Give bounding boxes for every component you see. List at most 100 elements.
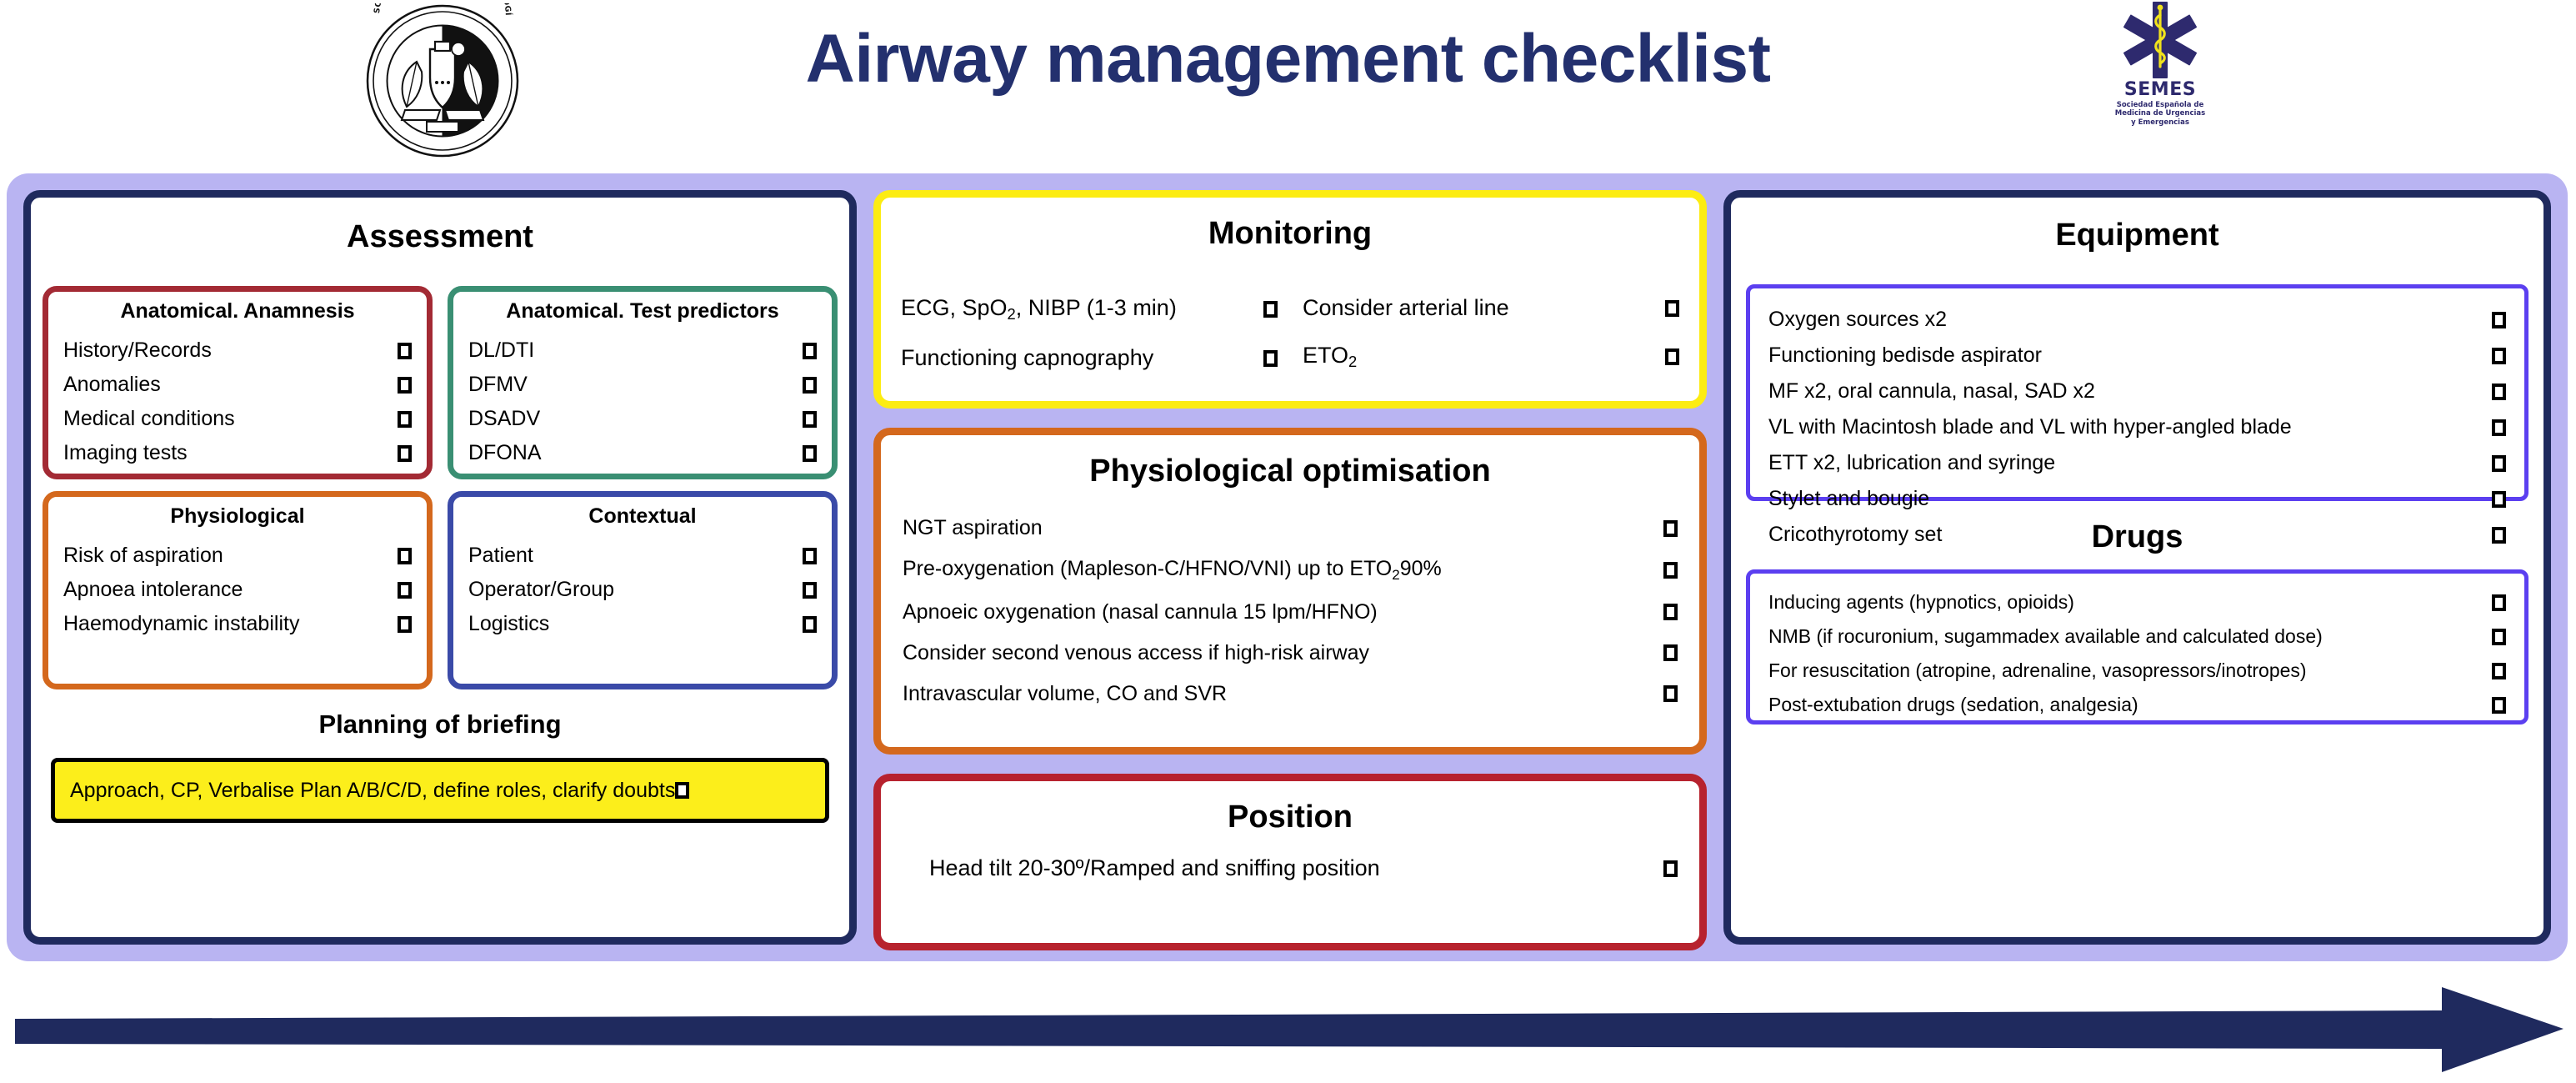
item-label: History/Records [63, 338, 212, 362]
checklist-row[interactable]: DL/DTI [468, 333, 817, 368]
item-label: Imaging tests [63, 441, 188, 464]
checkbox[interactable] [1663, 644, 1678, 662]
semes-subtitle-line3: y Emergencias [2131, 118, 2189, 127]
checklist-row[interactable]: Oxygen sources x2 [1768, 302, 2506, 338]
checklist-row[interactable]: Consider arterial line [1303, 284, 1679, 332]
checkbox[interactable] [2492, 594, 2506, 611]
item-label: Apnoeic oxygenation (nasal cannula 15 lp… [903, 599, 1378, 624]
checklist-row[interactable]: NMB (if rocuronium, sugammadex available… [1768, 619, 2506, 654]
checklist-row[interactable]: DFONA [468, 436, 817, 470]
checklist-row[interactable]: Functioning capnography [901, 334, 1278, 382]
checkbox[interactable] [803, 342, 817, 359]
checklist-row[interactable]: Risk of aspiration [63, 539, 412, 573]
checklist-row[interactable]: Post-extubation drugs (sedation, analges… [1768, 688, 2506, 722]
checkbox[interactable] [803, 615, 817, 633]
checklist-row[interactable]: NGT aspiration [903, 508, 1678, 549]
checkbox[interactable] [398, 410, 412, 428]
checkbox[interactable] [2492, 454, 2506, 472]
checklist-row[interactable]: ETT x2, lubrication and syringe [1768, 445, 2506, 481]
checkbox[interactable] [803, 444, 817, 462]
anatomical-test-predictors-title: Anatomical. Test predictors [506, 299, 779, 323]
item-label: Intravascular volume, CO and SVR [903, 681, 1228, 705]
semes-acronym: SEMES [2123, 79, 2197, 100]
checklist-row[interactable]: Logistics [468, 607, 817, 641]
monitoring-right-column: Consider arterial line ETO2 [1303, 284, 1679, 382]
checklist-row[interactable]: Haemodynamic instability [63, 607, 412, 641]
position-card: Position Head tilt 20-30º/Ramped and sni… [873, 774, 1707, 950]
item-label: ECG, SpO2, NIBP (1-3 min) [901, 295, 1177, 323]
checkbox[interactable] [398, 581, 412, 599]
checklist-row[interactable]: Apnoea intolerance [63, 573, 412, 607]
checkbox[interactable] [398, 615, 412, 633]
item-label: NMB (if rocuronium, sugammadex available… [1768, 625, 2323, 647]
checkbox[interactable] [803, 376, 817, 394]
checklist-row[interactable]: Inducing agents (hypnotics, opioids) [1768, 585, 2506, 619]
checkbox[interactable] [398, 376, 412, 394]
checkbox[interactable] [2492, 490, 2506, 508]
checkbox[interactable] [398, 342, 412, 359]
equipment-title: Equipment [2055, 218, 2219, 253]
checklist-row[interactable]: Stylet and bougie [1768, 481, 2506, 517]
checkbox[interactable] [1663, 604, 1678, 621]
checkbox[interactable] [2492, 628, 2506, 645]
checklist-row[interactable]: Functioning bedisde aspirator [1768, 338, 2506, 374]
anatomical-anamnesis-list: History/Records Anomalies Medical condit… [48, 323, 427, 482]
checklist-row[interactable]: Consider second venous access if high-ri… [903, 633, 1678, 674]
contextual-list: Patient Operator/Group Logistics [453, 529, 832, 653]
physiological-optimisation-card: Physiological optimisation NGT aspiratio… [873, 428, 1707, 755]
checkbox[interactable] [803, 547, 817, 564]
checkbox[interactable] [1663, 860, 1678, 877]
planning-of-briefing-title: Planning of briefing [318, 709, 562, 739]
checkbox[interactable] [2492, 419, 2506, 436]
checkbox[interactable] [1263, 301, 1278, 318]
checkbox[interactable] [803, 581, 817, 599]
checkbox[interactable] [675, 782, 690, 799]
checkbox[interactable] [803, 410, 817, 428]
checkbox[interactable] [2492, 696, 2506, 714]
checkbox[interactable] [1665, 299, 1679, 317]
anatomical-subsection-group: Anatomical. Anamnesis History/Records An… [43, 286, 838, 479]
checkbox[interactable] [2492, 383, 2506, 400]
briefing-highlight-row[interactable]: Approach, CP, Verbalise Plan A/B/C/D, de… [51, 758, 829, 823]
checkbox[interactable] [398, 444, 412, 462]
item-label: For resuscitation (atropine, adrenaline,… [1768, 659, 2307, 681]
item-label: ETT x2, lubrication and syringe [1768, 451, 2056, 474]
checklist-row[interactable]: VL with Macintosh blade and VL with hype… [1768, 409, 2506, 445]
checklist-row[interactable]: Intravascular volume, CO and SVR [903, 674, 1678, 714]
item-label: ETO2 [1303, 343, 1358, 371]
checklist-row[interactable]: Cricothyrotomy set [1768, 517, 2506, 553]
checkbox[interactable] [2492, 347, 2506, 364]
checklist-row[interactable]: Patient [468, 539, 817, 573]
checkbox[interactable] [2492, 662, 2506, 679]
checkbox[interactable] [1263, 349, 1278, 367]
checklist-row[interactable]: History/Records [63, 333, 412, 368]
checklist-row[interactable]: Apnoeic oxygenation (nasal cannula 15 lp… [903, 592, 1678, 633]
checklist-row[interactable]: For resuscitation (atropine, adrenaline,… [1768, 654, 2506, 688]
item-label: Cricothyrotomy set [1768, 523, 1943, 546]
checklist-row[interactable]: Pre-oxygenation (Mapleson-C/HFNO/VNI) up… [903, 549, 1678, 592]
checklist-row[interactable]: ETO2 [1303, 332, 1679, 382]
checkbox[interactable] [2492, 311, 2506, 328]
checklist-row[interactable]: Imaging tests [63, 436, 412, 470]
assessment-column: Assessment Anatomical. Anamnesis History… [23, 190, 857, 945]
item-label: Operator/Group [468, 578, 615, 601]
checklist-row[interactable]: DSADV [468, 402, 817, 436]
checklist-row[interactable]: Head tilt 20-30º/Ramped and sniffing pos… [903, 855, 1678, 881]
checklist-row[interactable]: MF x2, oral cannula, nasal, SAD x2 [1768, 374, 2506, 409]
anatomical-test-predictors-card: Anatomical. Test predictors DL/DTI DFMV [448, 286, 838, 479]
checkbox[interactable] [1663, 519, 1678, 537]
checkbox[interactable] [2492, 526, 2506, 544]
checkbox[interactable] [1663, 685, 1678, 703]
checkbox[interactable] [1665, 348, 1679, 366]
checkbox[interactable] [398, 547, 412, 564]
checklist-row[interactable]: Anomalies [63, 368, 412, 402]
equipment-list: Oxygen sources x2 Functioning bedisde as… [1746, 284, 2528, 546]
assessment-card: Assessment Anatomical. Anamnesis History… [23, 190, 857, 945]
checklist-row[interactable]: Medical conditions [63, 402, 412, 436]
checklist-row[interactable]: Operator/Group [468, 573, 817, 607]
checklist-row[interactable]: DFMV [468, 368, 817, 402]
checkbox[interactable] [1663, 561, 1678, 579]
semes-subtitle-line1: Sociedad Española de [2116, 101, 2204, 109]
equipment-drugs-card: Equipment Oxygen sources x2 Functioning … [1723, 190, 2551, 945]
checklist-row[interactable]: ECG, SpO2, NIBP (1-3 min) [901, 284, 1278, 334]
